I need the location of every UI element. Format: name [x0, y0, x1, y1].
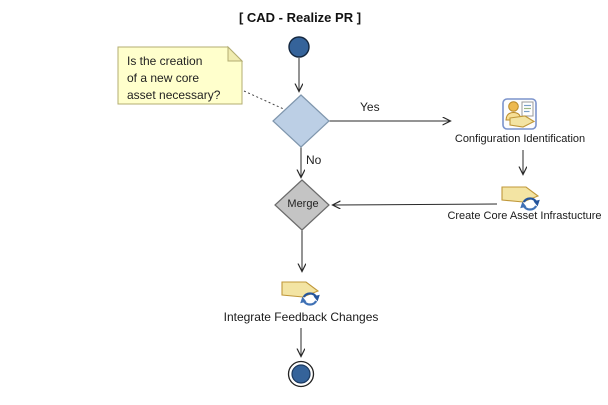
note-anchor-line: [243, 90, 289, 112]
diagram-title: [ CAD - Realize PR ]: [238, 10, 362, 25]
integrate-feedback-changes-icon[interactable]: [280, 280, 321, 306]
activity-label-configuration-identification[interactable]: Configuration Identification: [454, 133, 586, 145]
activity-label-create-core-asset-infrastructure[interactable]: Create Core Asset Infrastucture: [447, 210, 602, 222]
note-text: Is the creation of a new core asset nece…: [127, 54, 221, 102]
merge-diamond-label: Merge: [287, 198, 319, 210]
activity-label-integrate-feedback-changes[interactable]: Integrate Feedback Changes: [223, 310, 379, 324]
note-shape: [117, 46, 243, 105]
merge-diamond: [274, 179, 330, 231]
edge-label-yes: Yes: [360, 100, 380, 114]
decision-diamond: [272, 94, 330, 148]
configuration-identification-icon[interactable]: [502, 98, 537, 130]
end-node: [291, 364, 311, 384]
start-node: [288, 36, 310, 58]
note-fold-corner-icon: [227, 45, 244, 62]
edge-label-no: No: [306, 153, 322, 167]
create-core-asset-infrastructure-icon[interactable]: [500, 185, 541, 211]
edge-create-core-asset-to-merge: [333, 204, 498, 205]
